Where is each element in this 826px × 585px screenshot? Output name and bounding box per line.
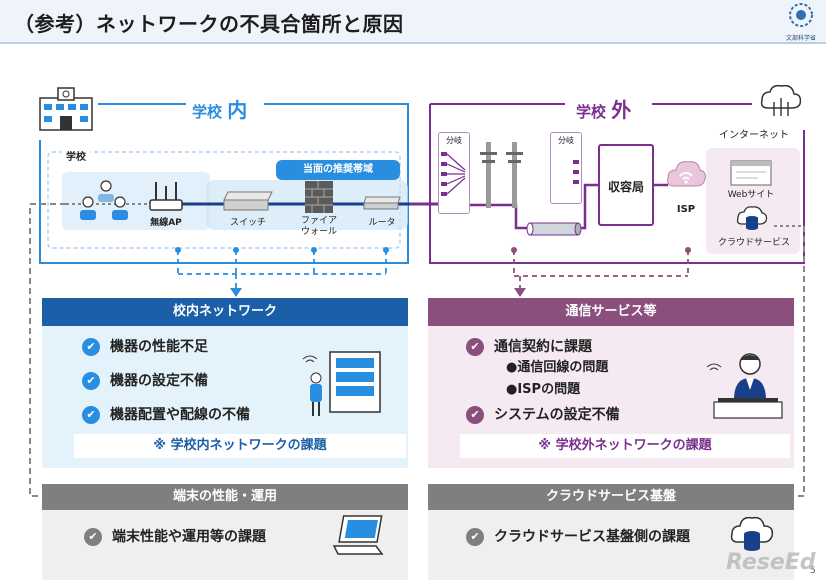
outside-school-label: 学校 外 (570, 94, 638, 123)
laptop-icon (332, 515, 384, 555)
school-label: 学校 (62, 148, 90, 163)
telecom-issue-row: ✔ 通信契約に課題 (466, 338, 592, 356)
checkmark-icon: ✔ (84, 528, 102, 546)
branch2-box: 分岐 (550, 132, 582, 204)
internet-cloud-icon (760, 84, 802, 116)
checkmark-icon: ✔ (82, 338, 100, 356)
utility-poles-icon (480, 142, 523, 208)
school-issue-row: ✔ 機器の設定不備 (82, 372, 208, 390)
checkmark-icon: ✔ (466, 528, 484, 546)
page-title: （参考）ネットワークの不具合箇所と原因 (14, 12, 404, 36)
telecom-sub-issue: ●通信回線の問題 (506, 360, 609, 375)
telecom-issue-row: ✔ システムの設定不備 (466, 406, 620, 424)
school-issue-text: 機器の設定不備 (110, 373, 208, 389)
telecom-issue-list: ✔ 通信契約に課題 ●通信回線の問題 ●ISPの問題 ✔ システムの設定不備 (466, 338, 706, 428)
page-number: 5 (810, 566, 816, 576)
cloud-service-label: クラウドサービス (717, 238, 790, 248)
telecom-header: 通信サービス等 (428, 298, 794, 326)
branch1-label: 分岐 (446, 136, 462, 145)
branch2-label: 分岐 (558, 136, 574, 145)
school-building-icon (39, 87, 93, 131)
firewall-icon (305, 181, 333, 213)
cloud-platform-header: クラウドサービス基盤 (428, 484, 794, 510)
outside-label-main: 外 (611, 98, 632, 122)
checkmark-icon: ✔ (82, 372, 100, 390)
cloud-database-icon (736, 206, 768, 230)
ministry-logo: 文部科学省 (782, 2, 820, 42)
school-network-issue-list: ✔ 機器の性能不足 ✔ 機器の設定不備 ✔ 機器配置や配線の不備 (82, 338, 342, 428)
router-label: ルータ (368, 218, 396, 228)
branch1-box: 分岐 (438, 132, 470, 214)
checkmark-icon: ✔ (466, 338, 484, 356)
wireless-ap-label: 無線AP (150, 218, 182, 228)
station-label: 収容局 (607, 180, 644, 194)
checkmark-icon: ✔ (82, 406, 100, 424)
inside-school-label: 学校 内 (186, 94, 254, 123)
school-network-note: ※ 学校内ネットワークの課題 (74, 434, 406, 458)
station-box: 収容局 (598, 144, 654, 226)
cloud-issue-text: クラウドサービス基盤側の課題 (494, 529, 690, 545)
mext-emblem-icon (789, 3, 813, 27)
school-issue-text: 機器の性能不足 (110, 339, 208, 355)
server-technician-icon (302, 351, 381, 416)
outside-label-prefix: 学校 (576, 103, 607, 121)
wireless-ap-icon (149, 182, 183, 211)
reseed-watermark: ReseEd (726, 550, 816, 575)
firewall-label-line2: ウォール (300, 227, 337, 237)
inside-label-main: 内 (227, 98, 248, 122)
school-issue-row: ✔ 機器の性能不足 (82, 338, 208, 356)
website-icon (730, 160, 772, 186)
telecom-sub-issue: ●ISPの問題 (506, 382, 581, 397)
school-issue-text: 機器配置や配線の不備 (110, 407, 250, 423)
telecom-note: ※ 学校外ネットワークの課題 (460, 434, 790, 458)
firewall-label: ファイア ウォール (292, 216, 346, 238)
title-bar (0, 0, 826, 44)
branch2-ports-icon (573, 160, 579, 184)
recommended-band-tag: 当面の推奨帯域 (276, 160, 400, 180)
branch1-ports-icon (441, 152, 466, 196)
internet-label: インターネット (719, 130, 789, 141)
underground-cable-icon (526, 222, 582, 236)
telecom-issue-text: システムの設定不備 (494, 407, 620, 423)
telecom-issue-text: 通信契約に課題 (494, 339, 592, 355)
school-issue-row: ✔ 機器配置や配線の不備 (82, 406, 250, 424)
switch-icon (223, 191, 273, 211)
website-label: Webサイト (727, 190, 775, 200)
terminal-issue-text: 端末性能や運用等の課題 (112, 529, 266, 545)
logo-caption: 文部科学省 (785, 35, 816, 42)
isp-cloud-icon (667, 161, 706, 187)
switch-label: スイッチ (229, 218, 266, 228)
terminal-header: 端末の性能・運用 (42, 484, 408, 510)
firewall-label-line1: ファイア (300, 216, 337, 226)
router-icon (363, 196, 401, 210)
inside-label-prefix: 学校 (192, 103, 223, 121)
school-network-header: 校内ネットワーク (42, 298, 408, 326)
terminal-issue-row: ✔ 端末性能や運用等の課題 (84, 528, 266, 546)
cloud-storage-icon (730, 516, 774, 551)
isp-label: ISP (676, 204, 696, 215)
checkmark-icon: ✔ (466, 406, 484, 424)
cloud-issue-row: ✔ クラウドサービス基盤側の課題 (466, 528, 690, 546)
operator-at-laptop-icon (706, 353, 783, 419)
users-icon (80, 180, 128, 220)
